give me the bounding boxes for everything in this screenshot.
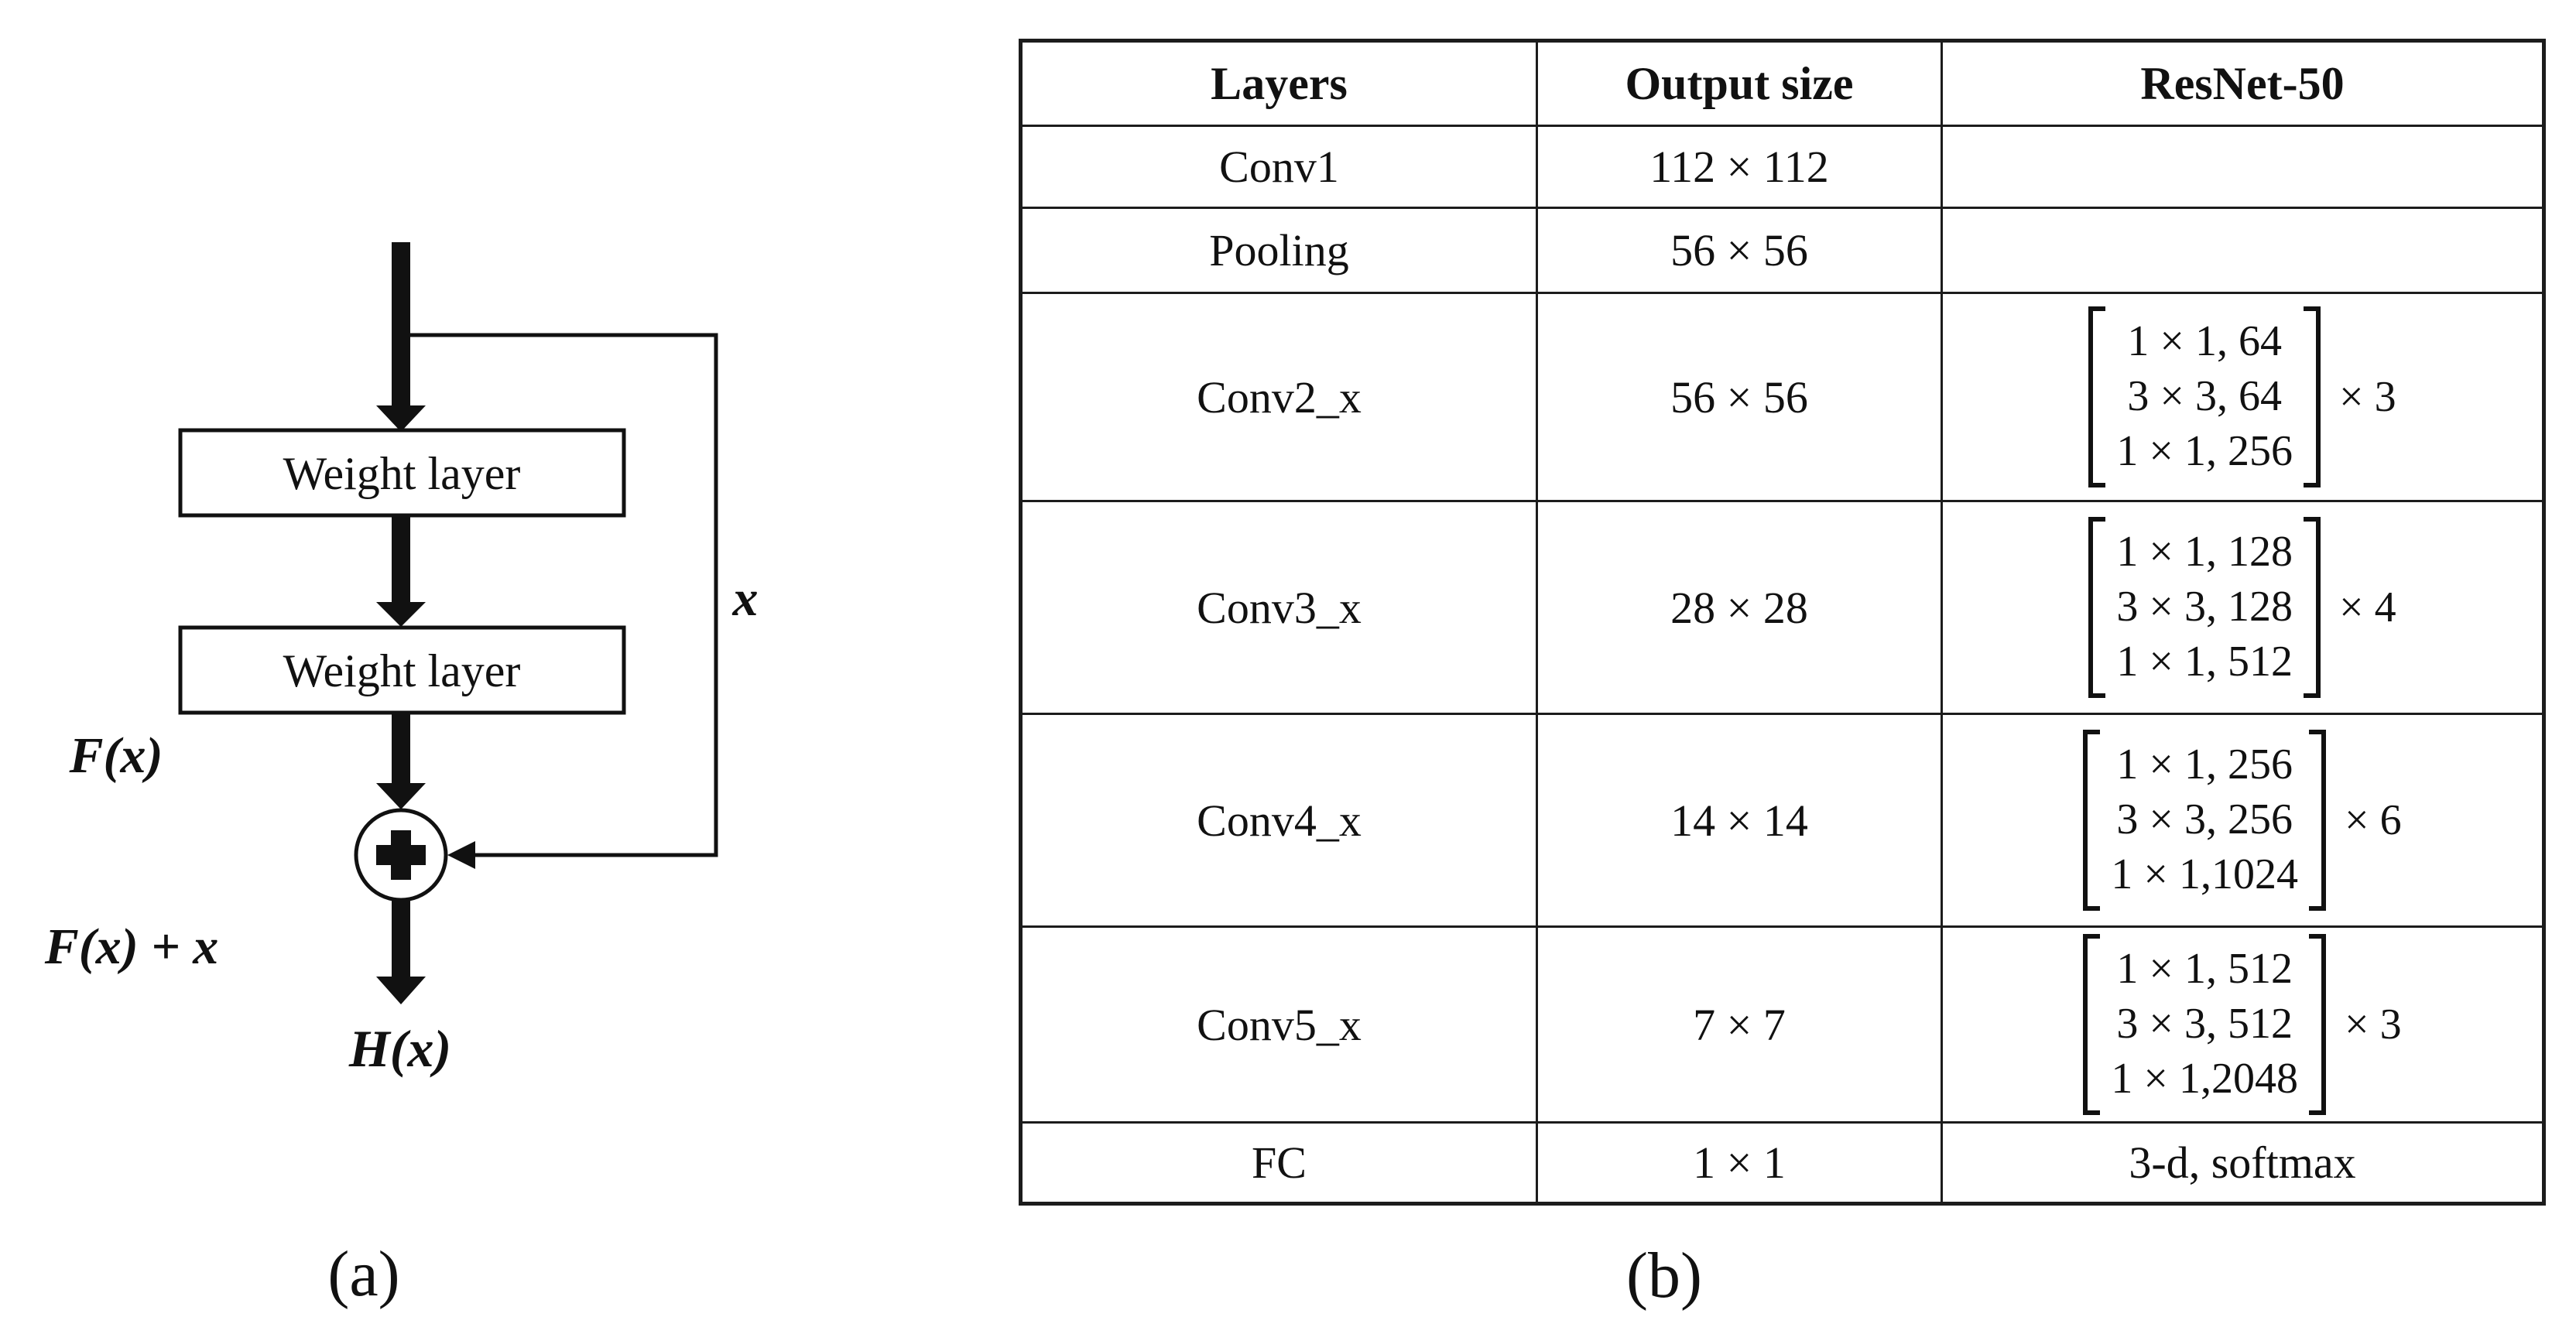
cell-resnet50 (1941, 207, 2545, 294)
bottleneck-block: 1 × 1, 512 3 × 3, 512 1 × 1,2048 × 3 (1944, 934, 2542, 1115)
matrix-line: 1 × 1,1024 (2111, 850, 2298, 899)
bracket-right (2304, 517, 2321, 698)
skip-connection-line (401, 333, 718, 857)
mid-arrowhead-icon (376, 602, 426, 627)
weight-layer-label-1: Weight layer (283, 448, 521, 499)
table-row: FC 1 × 1 3-d, softmax (1019, 1121, 2545, 1205)
bracket-left (2088, 517, 2106, 698)
cell-resnet50: 1 × 1, 256 3 × 3, 256 1 × 1,1024 × 6 (1941, 713, 2545, 928)
weight-layer-label-2: Weight layer (283, 645, 521, 696)
bracket-right (2309, 730, 2326, 911)
table-row: Pooling 56 × 56 (1019, 207, 2545, 294)
cell-resnet50: 1 × 1, 64 3 × 3, 64 1 × 1, 256 × 3 (1941, 292, 2545, 502)
cell-resnet50: 1 × 1, 128 3 × 3, 128 1 × 1, 512 × 4 (1941, 500, 2545, 715)
cell-resnet50: 3-d, softmax (1941, 1121, 2545, 1205)
cell-layer: Pooling (1019, 207, 1538, 294)
matrix-line: 1 × 1, 64 (2127, 317, 2282, 365)
matrix-line: 1 × 1, 256 (2116, 427, 2293, 476)
residual-block-diagram: Weight layer Weight layer F(x) x F(x) + … (44, 242, 759, 1078)
output-arrowhead-icon (376, 977, 426, 1004)
bottleneck-block: 1 × 1, 256 3 × 3, 256 1 × 1,1024 × 6 (1944, 730, 2542, 911)
skip-arrowhead-icon (447, 841, 475, 869)
matrix-line: 1 × 1, 256 (2116, 741, 2293, 788)
matrix-rows: 1 × 1, 128 3 × 3, 128 1 × 1, 512 (2105, 528, 2304, 686)
table-row: Conv5_x 7 × 7 1 × 1, 512 3 × 3, 512 1 × … (1019, 925, 2545, 1124)
bottleneck-block: 1 × 1, 128 3 × 3, 128 1 × 1, 512 × 4 (1944, 517, 2542, 698)
caption-b: (b) (1626, 1240, 1702, 1312)
matrix-rows: 1 × 1, 64 3 × 3, 64 1 × 1, 256 (2105, 317, 2304, 476)
cell-output-size: 1 × 1 (1536, 1121, 1943, 1205)
cell-resnet50: 1 × 1, 512 3 × 3, 512 1 × 1,2048 × 3 (1941, 925, 2545, 1124)
header-resnet50: ResNet-50 (1941, 39, 2545, 127)
residual-arrowhead-icon (376, 783, 426, 809)
matrix-multiplier: × 4 (2339, 583, 2396, 631)
matrix-line: 1 × 1,2048 (2111, 1055, 2298, 1103)
matrix-line: 3 × 3, 256 (2116, 795, 2293, 844)
cell-layer: Conv5_x (1019, 925, 1538, 1124)
output-function-label: H(x) (348, 1019, 451, 1078)
bracket-left (2083, 934, 2101, 1115)
bracket-left (2088, 306, 2106, 487)
header-layers: Layers (1019, 39, 1538, 127)
matrix-rows: 1 × 1, 256 3 × 3, 256 1 × 1,1024 (2100, 741, 2309, 899)
matrix-multiplier: × 3 (2345, 1001, 2402, 1048)
matrix-line: 3 × 3, 64 (2127, 372, 2282, 421)
cell-output-size: 7 × 7 (1536, 925, 1943, 1124)
matrix-multiplier: × 3 (2339, 373, 2396, 421)
residual-function-label: F(x) (69, 727, 163, 784)
bracket-right (2304, 306, 2321, 487)
matrix-line: 3 × 3, 128 (2116, 583, 2293, 631)
table-header-row: Layers Output size ResNet-50 (1019, 39, 2545, 127)
weight-layer-box-2 (178, 625, 626, 715)
table-row: Conv2_x 56 × 56 1 × 1, 64 3 × 3, 64 1 × … (1019, 292, 2545, 502)
cell-layer: Conv3_x (1019, 500, 1538, 715)
matrix-multiplier: × 6 (2345, 796, 2402, 844)
cell-resnet50 (1941, 125, 2545, 209)
matrix-rows: 1 × 1, 512 3 × 3, 512 1 × 1,2048 (2100, 945, 2309, 1103)
sum-label: F(x) + x (44, 918, 219, 975)
cell-layer: FC (1019, 1121, 1538, 1205)
identity-label: x (732, 570, 759, 627)
cell-output-size: 56 × 56 (1536, 292, 1943, 502)
caption-a: (a) (327, 1238, 400, 1310)
matrix-line: 1 × 1, 128 (2116, 528, 2293, 576)
plus-icon (376, 830, 426, 880)
header-output-size: Output size (1536, 39, 1943, 127)
table-row: Conv3_x 28 × 28 1 × 1, 128 3 × 3, 128 1 … (1019, 500, 2545, 715)
table-row: Conv1 112 × 112 (1019, 125, 2545, 209)
bracket-left (2083, 730, 2101, 911)
table-row: Conv4_x 14 × 14 1 × 1, 256 3 × 3, 256 1 … (1019, 713, 2545, 928)
cell-output-size: 56 × 56 (1536, 207, 1943, 294)
cell-output-size: 14 × 14 (1536, 713, 1943, 928)
matrix-line: 3 × 3, 512 (2116, 1000, 2293, 1048)
cell-layer: Conv2_x (1019, 292, 1538, 502)
matrix-line: 1 × 1, 512 (2116, 638, 2293, 686)
bracket-right (2309, 934, 2326, 1115)
matrix-line: 1 × 1, 512 (2116, 945, 2293, 993)
cell-output-size: 112 × 112 (1536, 125, 1943, 209)
bottleneck-block: 1 × 1, 64 3 × 3, 64 1 × 1, 256 × 3 (1944, 306, 2542, 487)
resnet50-architecture-table: Layers Output size ResNet-50 Conv1 112 ×… (1019, 39, 2546, 1206)
cell-layer: Conv4_x (1019, 713, 1538, 928)
cell-layer: Conv1 (1019, 125, 1538, 209)
input-arrowhead-icon (376, 405, 426, 432)
cell-output-size: 28 × 28 (1536, 500, 1943, 715)
